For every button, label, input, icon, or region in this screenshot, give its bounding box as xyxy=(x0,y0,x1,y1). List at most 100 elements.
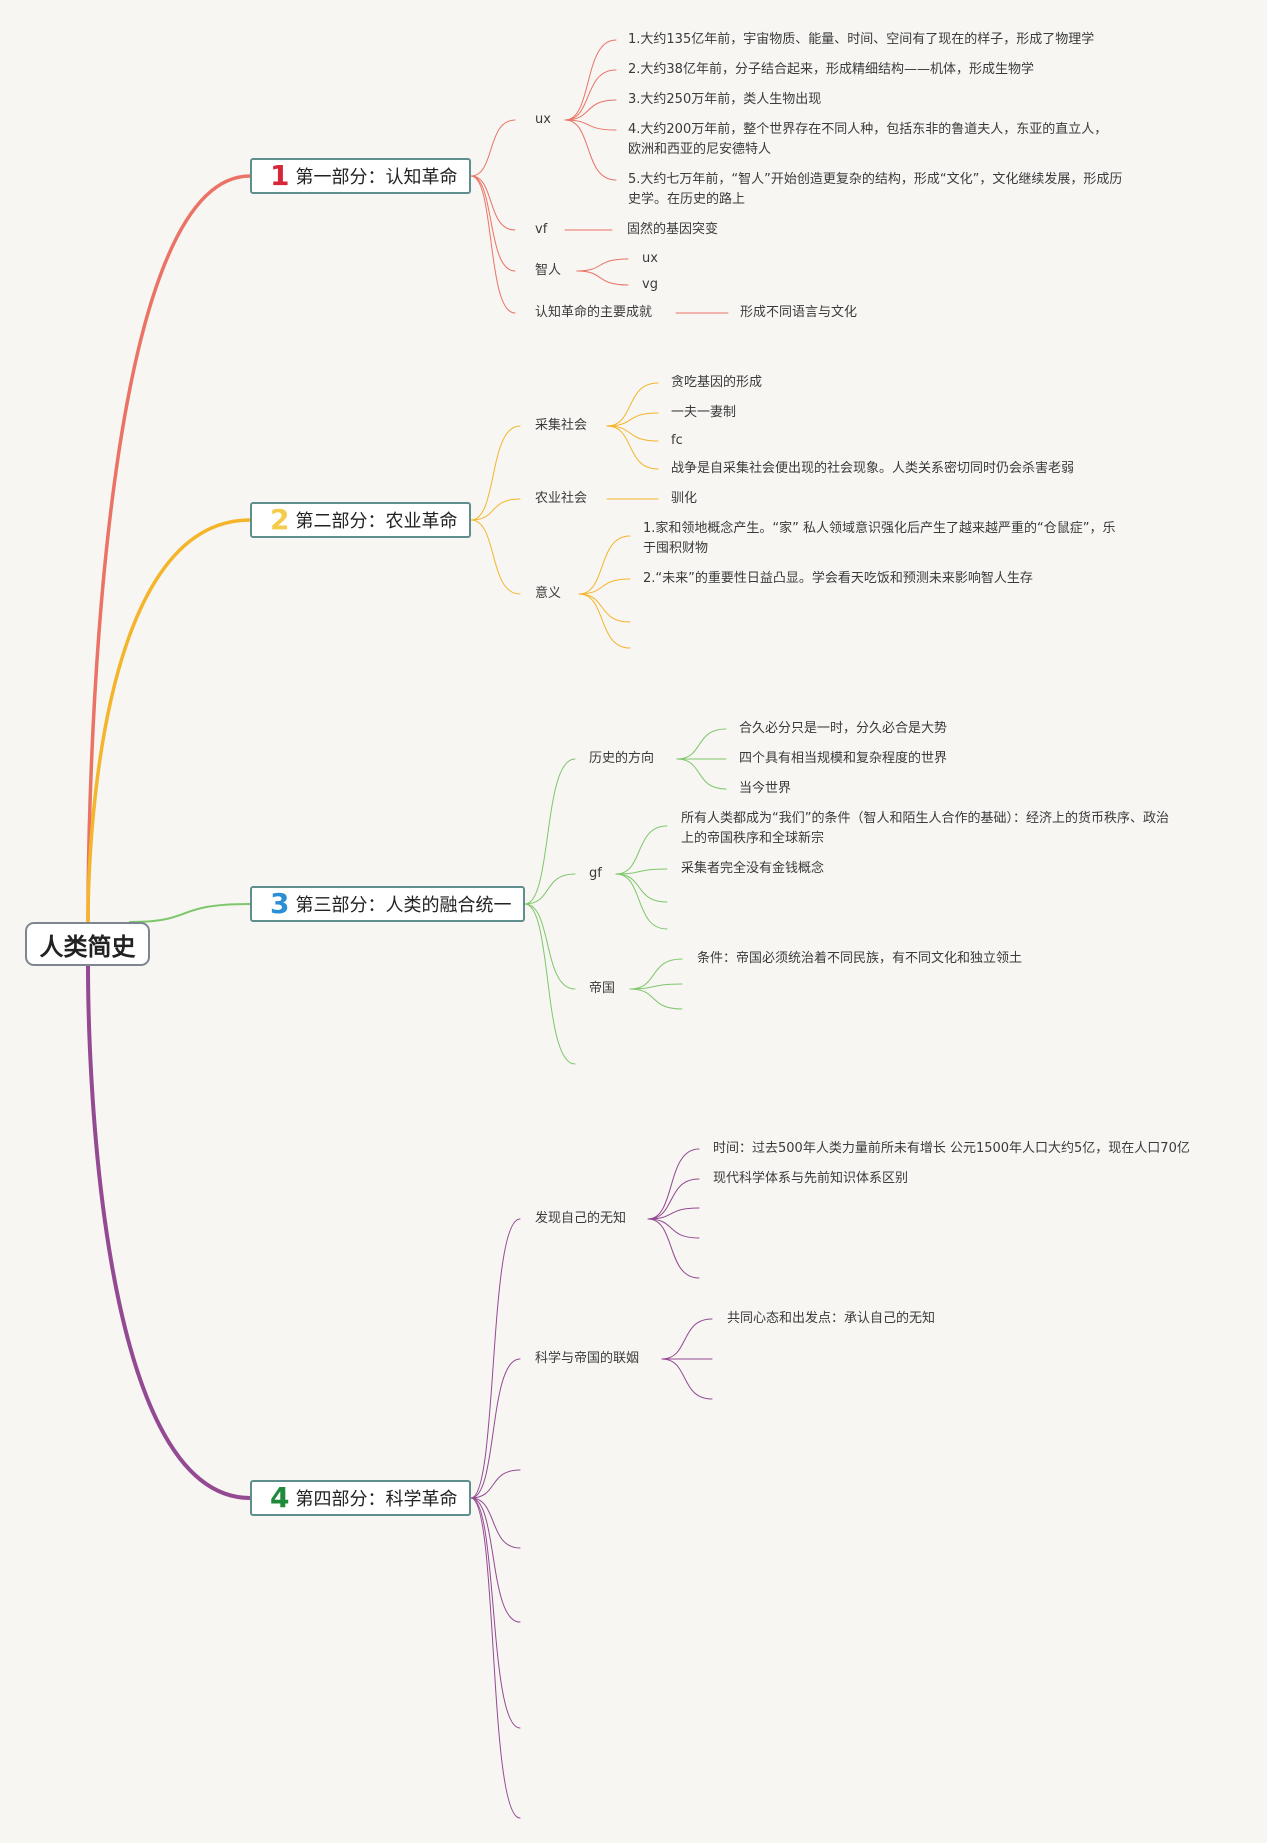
s4-faxian-item-2[interactable]: 现代科学体系与先前知识体系区别 xyxy=(713,1171,909,1186)
root-node[interactable]: 人类简史 xyxy=(25,922,150,966)
s4-faxian-item-1[interactable]: 时间：过去500年人类力量前所未有增长 公元1500年人口大约5亿，现在人口70… xyxy=(713,1141,1190,1156)
edge-s4-4 xyxy=(470,1497,521,1549)
s2-caiji-node[interactable]: 采集社会 xyxy=(535,418,588,433)
edge-s4-6 xyxy=(470,1497,521,1729)
edge-s1-3 xyxy=(470,175,516,272)
s3-gf-item-2[interactable]: 采集者完全没有金钱概念 xyxy=(681,861,825,876)
section-2-number: 2 xyxy=(270,503,290,536)
edge-s4-faxian-2 xyxy=(647,1178,700,1220)
edge-s2-3 xyxy=(470,519,521,595)
s3-gf-item-1[interactable]: 所有人类都成为“我们”的条件（智人和陌生人合作的基础）：经济上的货币秩序、政治上… xyxy=(681,811,1169,846)
edge-s2-caiji-4 xyxy=(606,425,659,470)
s1-achieve-node[interactable]: 认知革命的主要成就 xyxy=(535,305,653,320)
edge-root-s3 xyxy=(129,903,251,923)
edge-s2-yiyi-2 xyxy=(578,578,631,595)
s2-caiji-item-4[interactable]: 战争是自采集社会便出现的社会现象。人类关系密切同时仍会杀害老弱 xyxy=(671,461,1075,476)
s2-nongye-node[interactable]: 农业社会 xyxy=(535,491,588,506)
s2-nongye-item[interactable]: 驯化 xyxy=(671,491,698,506)
s3-lishi-item-2[interactable]: 四个具有相当规模和复杂程度的世界 xyxy=(739,751,948,766)
edge-s1-zhiren-1 xyxy=(576,258,629,272)
edge-s4-faxian-3 xyxy=(647,1207,700,1220)
edge-s4-faxian-1 xyxy=(647,1148,700,1220)
edge-s2-yiyi-3 xyxy=(578,593,631,623)
edge-s1-ux-3 xyxy=(564,99,617,121)
section-3-number: 3 xyxy=(270,887,290,920)
s4-lianyin-node[interactable]: 科学与帝国的联姻 xyxy=(535,1351,640,1366)
s1-ux-item-1[interactable]: 1.大约135亿年前，宇宙物质、能量、时间、空间有了现在的样子，形成了物理学 xyxy=(628,32,1095,47)
edge-s2-caiji-3 xyxy=(606,425,659,442)
s1-ux-item-5[interactable]: 5.大约七万年前，“智人”开始创造更复杂的结构，形成“文化”，文化继续发展，形成… xyxy=(628,172,1123,207)
edge-s4-5 xyxy=(470,1497,521,1623)
s2-yiyi-item-2[interactable]: 2.“未来”的重要性日益凸显。学会看天吃饭和预测未来影响智人生存 xyxy=(643,571,1033,586)
edge-s2-yiyi-4 xyxy=(578,593,631,649)
edge-s3-3 xyxy=(524,903,576,990)
section-2-node[interactable]: 2 第二部分：农业革命 xyxy=(250,502,471,538)
section-3-node[interactable]: 3 第三部分：人类的融合统一 xyxy=(250,886,525,922)
edge-s3-diguo-1 xyxy=(629,958,683,990)
edge-s2-caiji-1 xyxy=(606,382,659,427)
s1-zhiren-node[interactable]: 智人 xyxy=(535,263,562,278)
edge-s1-ux-2 xyxy=(564,69,617,121)
edge-root-s4 xyxy=(86,964,252,1500)
s2-caiji-item-1[interactable]: 贪吃基因的形成 xyxy=(671,375,763,390)
s2-caiji-item-2[interactable]: 一夫一妻制 xyxy=(671,405,737,420)
s1-ux-item-3[interactable]: 3.大约250万年前，类人生物出现 xyxy=(628,92,822,107)
edge-root-s1 xyxy=(86,174,252,924)
edge-root-s2 xyxy=(86,518,252,924)
edge-s3-lishi-3 xyxy=(676,758,727,790)
s2-yiyi-node[interactable]: 意义 xyxy=(535,586,562,601)
section-1-number: 1 xyxy=(270,159,290,192)
edge-s3-gf-3 xyxy=(615,873,668,903)
s3-gf-node[interactable]: gf xyxy=(589,866,602,881)
edge-s3-diguo-2 xyxy=(629,983,683,990)
edge-s1-1 xyxy=(470,119,516,177)
edge-s4-faxian-5 xyxy=(647,1218,700,1279)
section-4-label: 第四部分：科学革命 xyxy=(295,1489,458,1510)
section-1-label: 第一部分：认知革命 xyxy=(295,167,458,188)
edge-s1-4 xyxy=(470,175,516,314)
edge-s2-2 xyxy=(470,498,521,521)
edge-s1-zhiren-2 xyxy=(576,270,629,286)
s1-achieve-item[interactable]: 形成不同语言与文化 xyxy=(740,305,858,320)
s2-caiji-item-3[interactable]: fc xyxy=(671,433,683,448)
edge-s1-2 xyxy=(470,175,516,231)
edge-s2-caiji-2 xyxy=(606,412,659,427)
s1-ux-node[interactable]: ux xyxy=(535,112,551,127)
s3-lishi-item-3[interactable]: 当今世界 xyxy=(739,781,792,796)
edge-s3-gf-4 xyxy=(615,873,668,930)
edge-s1-ux-5 xyxy=(564,119,617,181)
s1-zhiren-item-2[interactable]: vg xyxy=(642,277,658,292)
edge-s3-1 xyxy=(524,758,576,905)
s4-faxian-node[interactable]: 发现自己的无知 xyxy=(535,1211,627,1226)
edge-s4-2 xyxy=(470,1358,521,1499)
section-4-number: 4 xyxy=(270,1481,290,1514)
s3-lishi-item-1[interactable]: 合久必分只是一时，分久必合是大势 xyxy=(739,721,948,736)
edge-s3-diguo-3 xyxy=(629,988,683,1010)
edge-s4-faxian-4 xyxy=(647,1218,700,1239)
edge-s3-2 xyxy=(524,873,576,905)
edge-s4-7 xyxy=(470,1497,521,1819)
section-4-node[interactable]: 4 第四部分：科学革命 xyxy=(250,1480,471,1516)
s4-lianyin-item[interactable]: 共同心态和出发点：承认自己的无知 xyxy=(727,1311,936,1326)
edge-s4-3 xyxy=(470,1469,521,1499)
s2-yiyi-item-1[interactable]: 1.家和领地概念产生。“家” 私人领域意识强化后产生了越来越严重的“仓鼠症”，乐… xyxy=(643,521,1116,556)
s1-zhiren-item-1[interactable]: ux xyxy=(642,251,658,266)
edge-s2-yiyi-1 xyxy=(578,535,631,595)
edge-s3-gf-1 xyxy=(615,825,668,875)
s1-ux-item-4[interactable]: 4.大约200万年前，整个世界存在不同人种，包括东非的鲁道夫人，东亚的直立人，欧… xyxy=(628,122,1108,157)
edge-s4-1 xyxy=(470,1218,521,1499)
edge-s3-gf-2 xyxy=(615,868,668,875)
s3-diguo-item[interactable]: 条件：帝国必须统治着不同民族，有不同文化和独立领土 xyxy=(697,951,1023,966)
edge-s1-ux-4 xyxy=(564,119,617,131)
s1-vf-item[interactable]: 固然的基因突变 xyxy=(627,222,719,237)
root-label: 人类简史 xyxy=(39,932,136,961)
s1-ux-item-2[interactable]: 2.大约38亿年前，分子结合起来，形成精细结构——机体，形成生物学 xyxy=(628,62,1034,77)
s3-lishi-node[interactable]: 历史的方向 xyxy=(589,751,655,766)
section-2-label: 第二部分：农业革命 xyxy=(295,511,458,532)
s3-diguo-node[interactable]: 帝国 xyxy=(589,981,616,996)
s1-vf-node[interactable]: vf xyxy=(535,222,548,237)
edge-s4-lianyin-3 xyxy=(661,1358,713,1400)
section-1-node[interactable]: 1 第一部分：认知革命 xyxy=(250,158,471,194)
edge-s2-1 xyxy=(470,425,521,521)
